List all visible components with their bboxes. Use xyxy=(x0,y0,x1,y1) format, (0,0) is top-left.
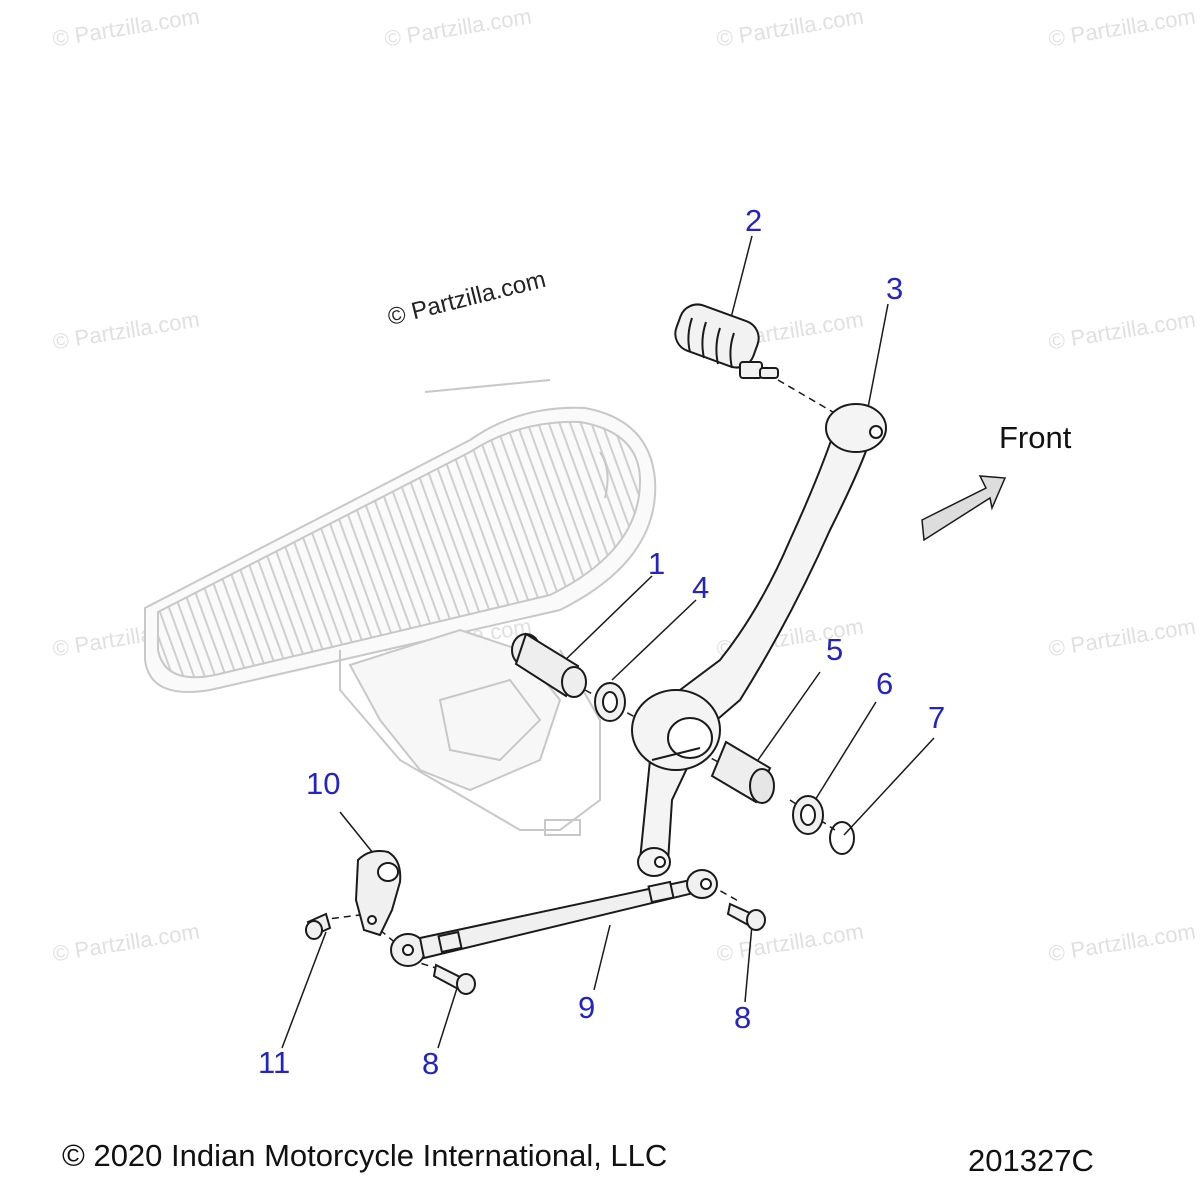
callout-5: 5 xyxy=(826,632,844,667)
callout-3: 3 xyxy=(886,271,904,306)
callout-8: 8 xyxy=(734,1000,752,1035)
direction-label: Front xyxy=(999,420,1072,455)
callout-7: 7 xyxy=(928,700,946,735)
linkage-rod-part xyxy=(390,869,718,967)
callout-9: 9 xyxy=(578,990,596,1025)
callout-2: 2 xyxy=(745,203,763,238)
callout-10: 10 xyxy=(306,766,341,801)
callout-6: 6 xyxy=(876,666,894,701)
diagram-code: 201327C xyxy=(968,1143,1094,1178)
callout-11: 11 xyxy=(258,1045,291,1080)
shift-lever-part xyxy=(631,403,887,877)
callout-8: 8 xyxy=(422,1046,440,1081)
clevis-part xyxy=(354,850,402,937)
shift-peg-part xyxy=(674,303,779,379)
bolts-part xyxy=(305,902,766,995)
copyright-notice: © 2020 Indian Motorcycle International, … xyxy=(62,1138,668,1173)
callout-1: 1 xyxy=(648,546,666,581)
leader-lines xyxy=(281,235,935,1049)
pivot-shaft-part xyxy=(511,632,587,698)
callout-4: 4 xyxy=(692,570,710,605)
floorboard-ghost xyxy=(144,379,657,836)
front-arrow-icon xyxy=(921,475,1007,542)
washers-part xyxy=(594,682,855,855)
